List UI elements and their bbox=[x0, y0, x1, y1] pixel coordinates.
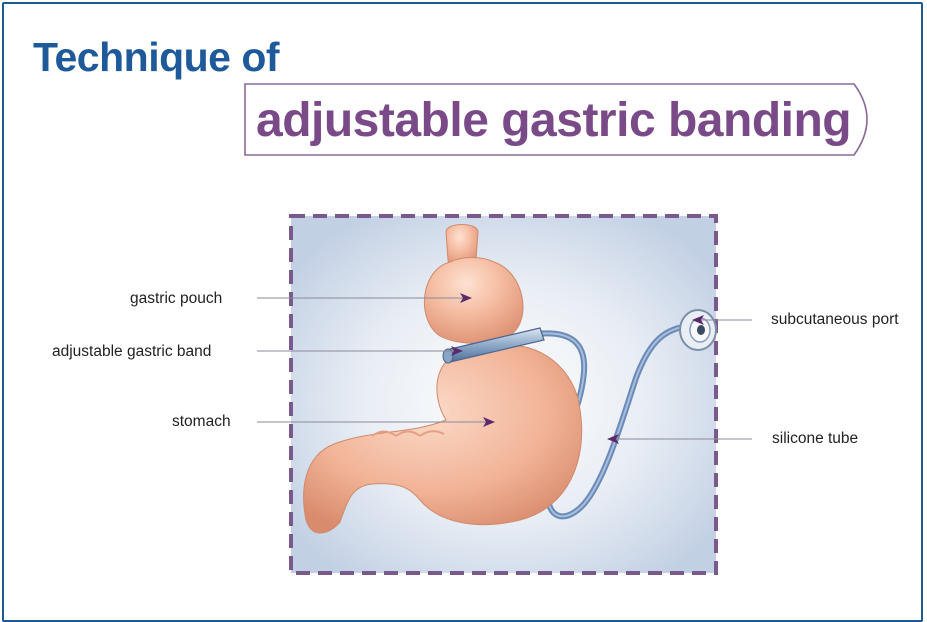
label-adjustable-gastric-band: adjustable gastric band bbox=[52, 343, 211, 361]
label-gastric-pouch: gastric pouch bbox=[130, 290, 222, 308]
gastric-pouch bbox=[424, 258, 523, 344]
label-subcutaneous-port: subcutaneous port bbox=[771, 311, 899, 329]
label-stomach: stomach bbox=[172, 413, 231, 431]
label-silicone-tube: silicone tube bbox=[772, 430, 858, 448]
subcutaneous-port-icon bbox=[680, 310, 716, 350]
